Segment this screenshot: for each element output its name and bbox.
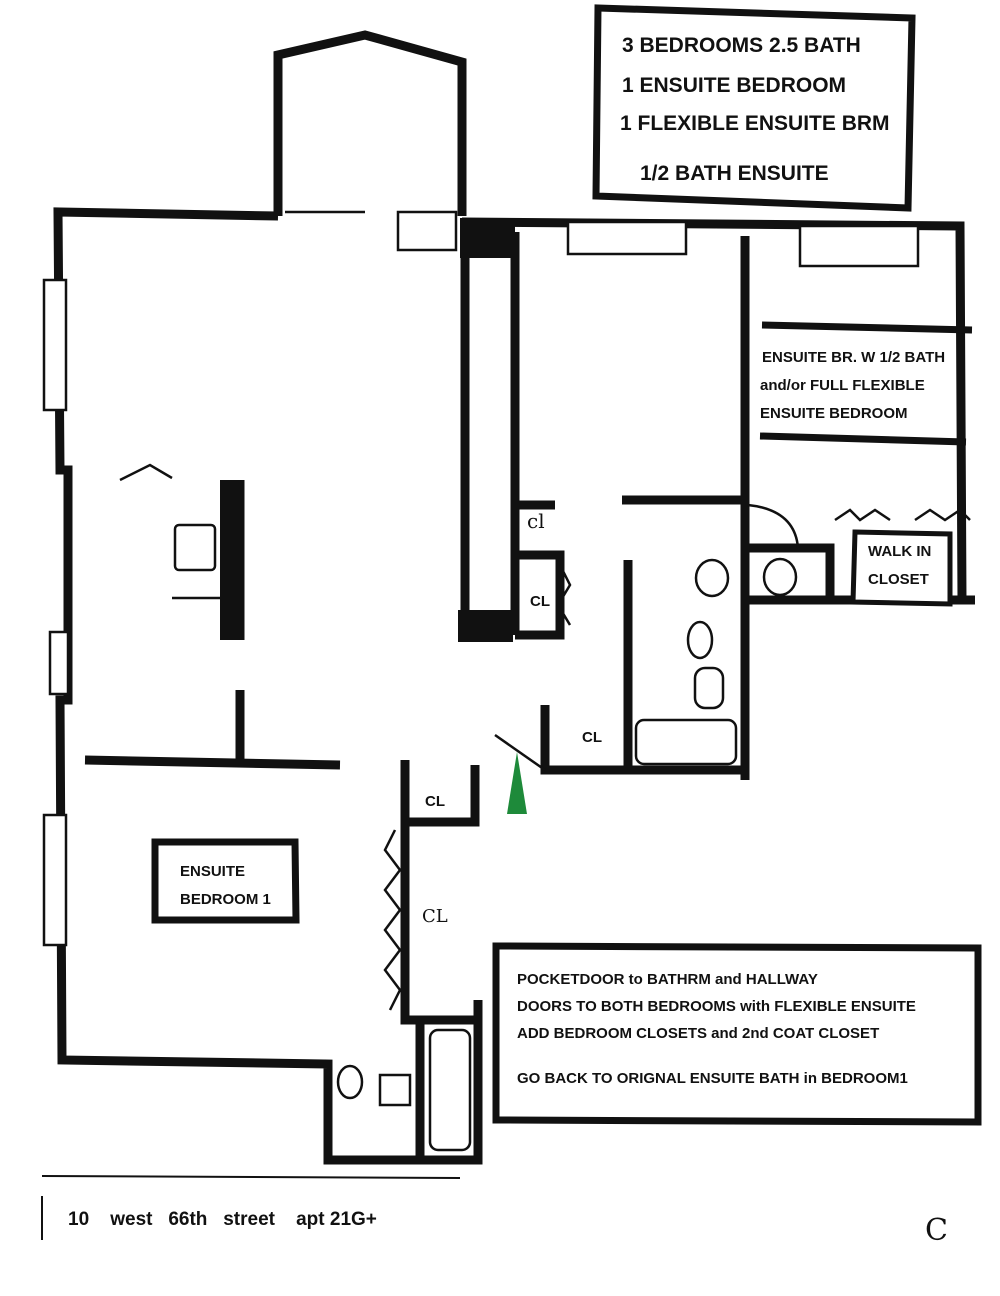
notes-line-4: GO BACK TO ORIGNAL ENSUITE BATH in BEDRO… bbox=[517, 1070, 908, 1087]
closet-label-hall: CL bbox=[582, 729, 602, 746]
walls bbox=[42, 30, 975, 1165]
closet-label-bedroom: CL bbox=[422, 906, 448, 927]
closet-label-upper: CL bbox=[530, 593, 550, 610]
notes-line-2: DOORS TO BOTH BEDROOMS with FLEXIBLE ENS… bbox=[517, 998, 916, 1015]
flex-line-2: and/or FULL FLEXIBLE bbox=[760, 377, 925, 394]
north-arrow-icon bbox=[507, 752, 527, 814]
flex-line-3: ENSUITE BEDROOM bbox=[760, 405, 908, 422]
summary-box: 3 BEDROOMS 2.5 BATH 1 ENSUITE BEDROOM 1 … bbox=[592, 4, 916, 212]
closet-label-entry: CL bbox=[425, 793, 445, 810]
bedroom1-label: ENSUITE BEDROOM 1 bbox=[151, 838, 300, 924]
notes-box: POCKETDOOR to BATHRM and HALLWAY DOORS T… bbox=[492, 942, 982, 1126]
summary-line-3: 1 FLEXIBLE ENSUITE BRM bbox=[620, 112, 890, 135]
corner-mark: C bbox=[925, 1213, 948, 1248]
flex-line-1: ENSUITE BR. W 1/2 BATH bbox=[762, 349, 945, 366]
summary-line-2: 1 ENSUITE BEDROOM bbox=[622, 74, 846, 97]
notes-line-3: ADD BEDROOM CLOSETS and 2nd COAT CLOSET bbox=[517, 1025, 879, 1042]
closet-label-small: cl bbox=[527, 509, 545, 533]
address-label: 10 west 66th street apt 21G+ bbox=[68, 1209, 377, 1230]
bedroom1-line-1: ENSUITE bbox=[180, 863, 245, 880]
bedroom1-line-2: BEDROOM 1 bbox=[180, 891, 271, 908]
walk-in-line-1: WALK IN bbox=[868, 543, 931, 560]
walk-in-line-2: CLOSET bbox=[868, 571, 929, 588]
summary-line-1: 3 BEDROOMS 2.5 BATH bbox=[622, 34, 861, 57]
flex-bedroom-label: ENSUITE BR. W 1/2 BATH and/or FULL FLEXI… bbox=[759, 321, 973, 446]
notes-line-1: POCKETDOOR to BATHRM and HALLWAY bbox=[517, 971, 818, 988]
summary-line-4: 1/2 BATH ENSUITE bbox=[640, 162, 829, 185]
walk-in-closet-label: WALK IN CLOSET bbox=[850, 529, 953, 607]
